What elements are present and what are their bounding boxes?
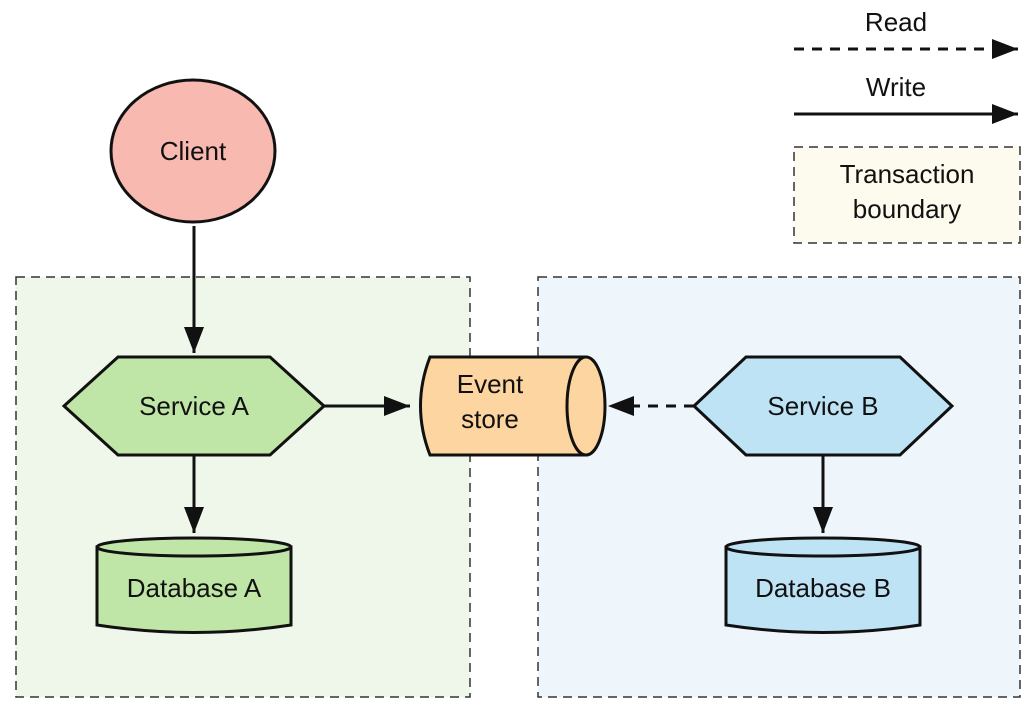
event-store-body [419,355,588,457]
legend-boundary-label-line2: boundary [853,194,961,224]
database-a-top [95,536,293,558]
database-b-body [724,545,922,634]
event-store-label-line2: store [461,404,519,434]
database-b-node [724,536,922,634]
client-node [109,78,277,224]
event-store-cap [565,355,607,457]
event-store-label-line1: Event [457,369,524,399]
database-a-label: Database A [127,573,262,603]
database-b-label: Database B [755,573,891,603]
transaction-boundary-b [537,276,1021,698]
legend-boundary-label-line1: Transaction [840,159,975,189]
service-b-label: Service B [767,391,878,421]
service-a-node [61,355,327,457]
legend-transaction-boundary [793,146,1021,244]
legend-write-label: Write [866,72,926,102]
database-a-node [95,536,293,634]
transaction-boundary-a [15,276,471,698]
service-b-node [691,355,955,457]
database-a-body [95,545,293,634]
event-store-node [419,355,607,457]
legend-read-label: Read [865,7,927,37]
client-label: Client [160,136,227,166]
service-a-label: Service A [139,391,249,421]
database-b-top [724,536,922,558]
